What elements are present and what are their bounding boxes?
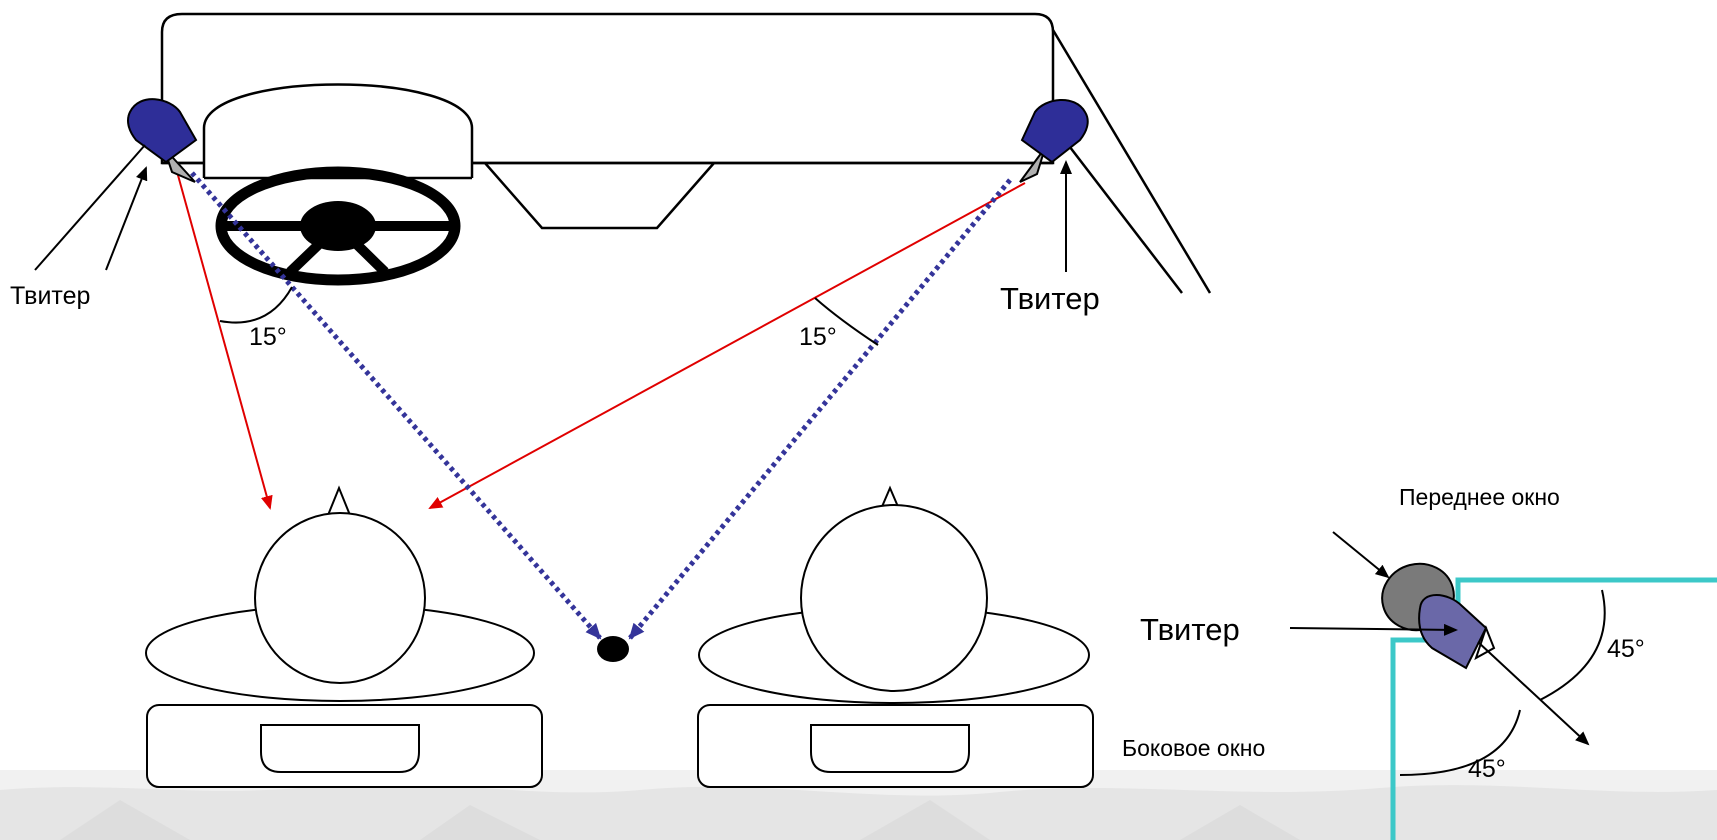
- angle-label-bottom: 45°: [1468, 755, 1506, 783]
- angle-arc-bottom: [1399, 709, 1521, 776]
- right-tweeter-icon: [1019, 98, 1089, 183]
- focus-point-icon: [597, 636, 629, 662]
- angle-label-top: 45°: [1607, 635, 1645, 663]
- left-listener: [145, 485, 543, 788]
- detail-aim-arrow: [1477, 641, 1590, 746]
- left-tweeter-icon: [127, 98, 198, 183]
- angle-label-left: 15°: [249, 323, 287, 351]
- tweeter-label-left: Твитер: [10, 282, 91, 310]
- steering-wheel-icon: [215, 166, 461, 286]
- left-angle-arc: [219, 286, 293, 324]
- tweeter-label-detail: Твитер: [1140, 612, 1240, 647]
- detail-tweeter-icon: [1381, 562, 1496, 670]
- listener-head-icon: [254, 512, 426, 684]
- left-direct-ray: [175, 167, 273, 510]
- dashboard-outline: [160, 12, 1055, 165]
- instrument-cluster: [202, 83, 474, 178]
- angle-arc-top: [1539, 589, 1606, 701]
- front-window-label: Переднее окно: [1399, 484, 1560, 510]
- side-window-label: Боковое окно: [1122, 735, 1266, 761]
- angle-label-right: 15°: [799, 323, 837, 351]
- right-aim-ray: [628, 178, 1012, 640]
- left-aim-ray: [190, 171, 602, 640]
- right-angle-arc: [814, 297, 879, 346]
- right-direct-ray: [428, 182, 1026, 509]
- right-listener: [697, 485, 1094, 788]
- tweeter-label-right: Твитер: [1000, 281, 1100, 316]
- center-console: [484, 162, 715, 230]
